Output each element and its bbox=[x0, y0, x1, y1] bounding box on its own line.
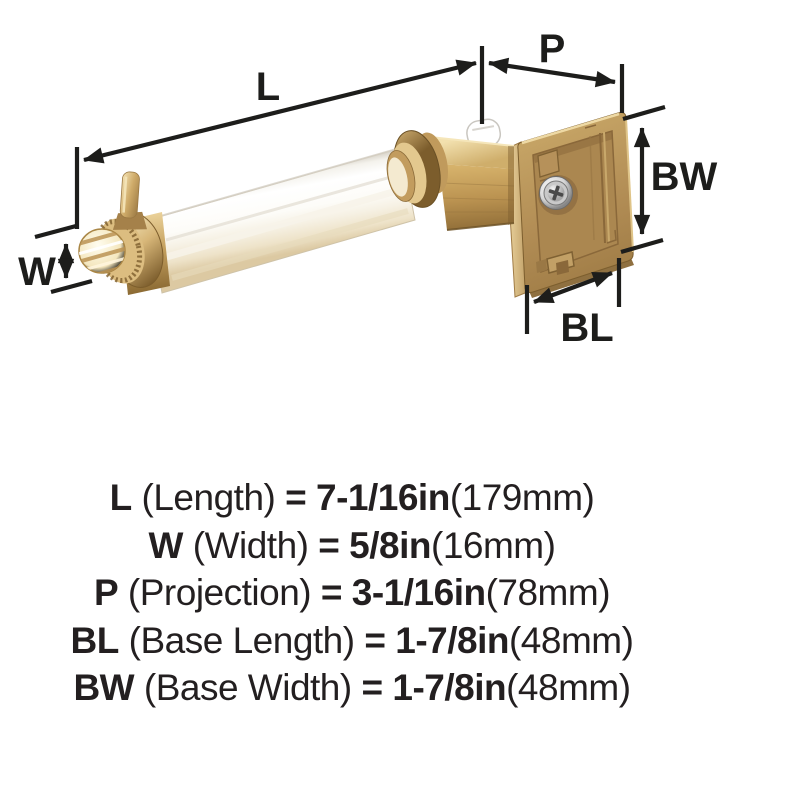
tick-W-top bbox=[34, 223, 77, 240]
spec-line-base-length: BL (Base Length) = 1-7/8in(48mm) bbox=[70, 619, 634, 661]
phillips-cross-icon bbox=[548, 185, 564, 201]
acrylic-roller bbox=[147, 147, 416, 294]
post-finial-pin bbox=[112, 171, 148, 230]
end-cap bbox=[78, 212, 170, 295]
spec-line-base-width: BW (Base Width) = 1-7/8in(48mm) bbox=[73, 667, 631, 708]
label-L: L bbox=[256, 65, 280, 109]
spec-line-width: W (Width) = 5/8in(16mm) bbox=[148, 524, 556, 566]
spec-line-length: L (Length) = 7-1/16in(179mm) bbox=[109, 477, 595, 518]
label-W: W bbox=[18, 250, 56, 294]
spec-line-projection: P (Projection) = 3-1/16in(78mm) bbox=[93, 572, 611, 613]
tick-BW-bottom bbox=[620, 237, 664, 255]
phillips-screw bbox=[538, 175, 578, 215]
dimension-L-arrow bbox=[83, 59, 477, 164]
wall-plate-pocket bbox=[537, 149, 560, 178]
label-BW: BW bbox=[651, 155, 718, 199]
label-BL: BL bbox=[560, 306, 613, 350]
wall-plate bbox=[505, 112, 634, 298]
label-P: P bbox=[539, 27, 566, 71]
dimension-spec-list: L (Length) = 7-1/16in(179mm) W (Width) =… bbox=[0, 474, 704, 712]
tick-W-bottom bbox=[50, 278, 93, 295]
tick-BW-top bbox=[622, 104, 666, 122]
dimension-P-arrow bbox=[488, 57, 616, 88]
dimension-annotations bbox=[34, 46, 666, 334]
dimension-BL-arrow bbox=[533, 271, 613, 304]
knurled-band bbox=[93, 218, 143, 284]
product-illustration: L P BW W BL bbox=[18, 27, 718, 350]
